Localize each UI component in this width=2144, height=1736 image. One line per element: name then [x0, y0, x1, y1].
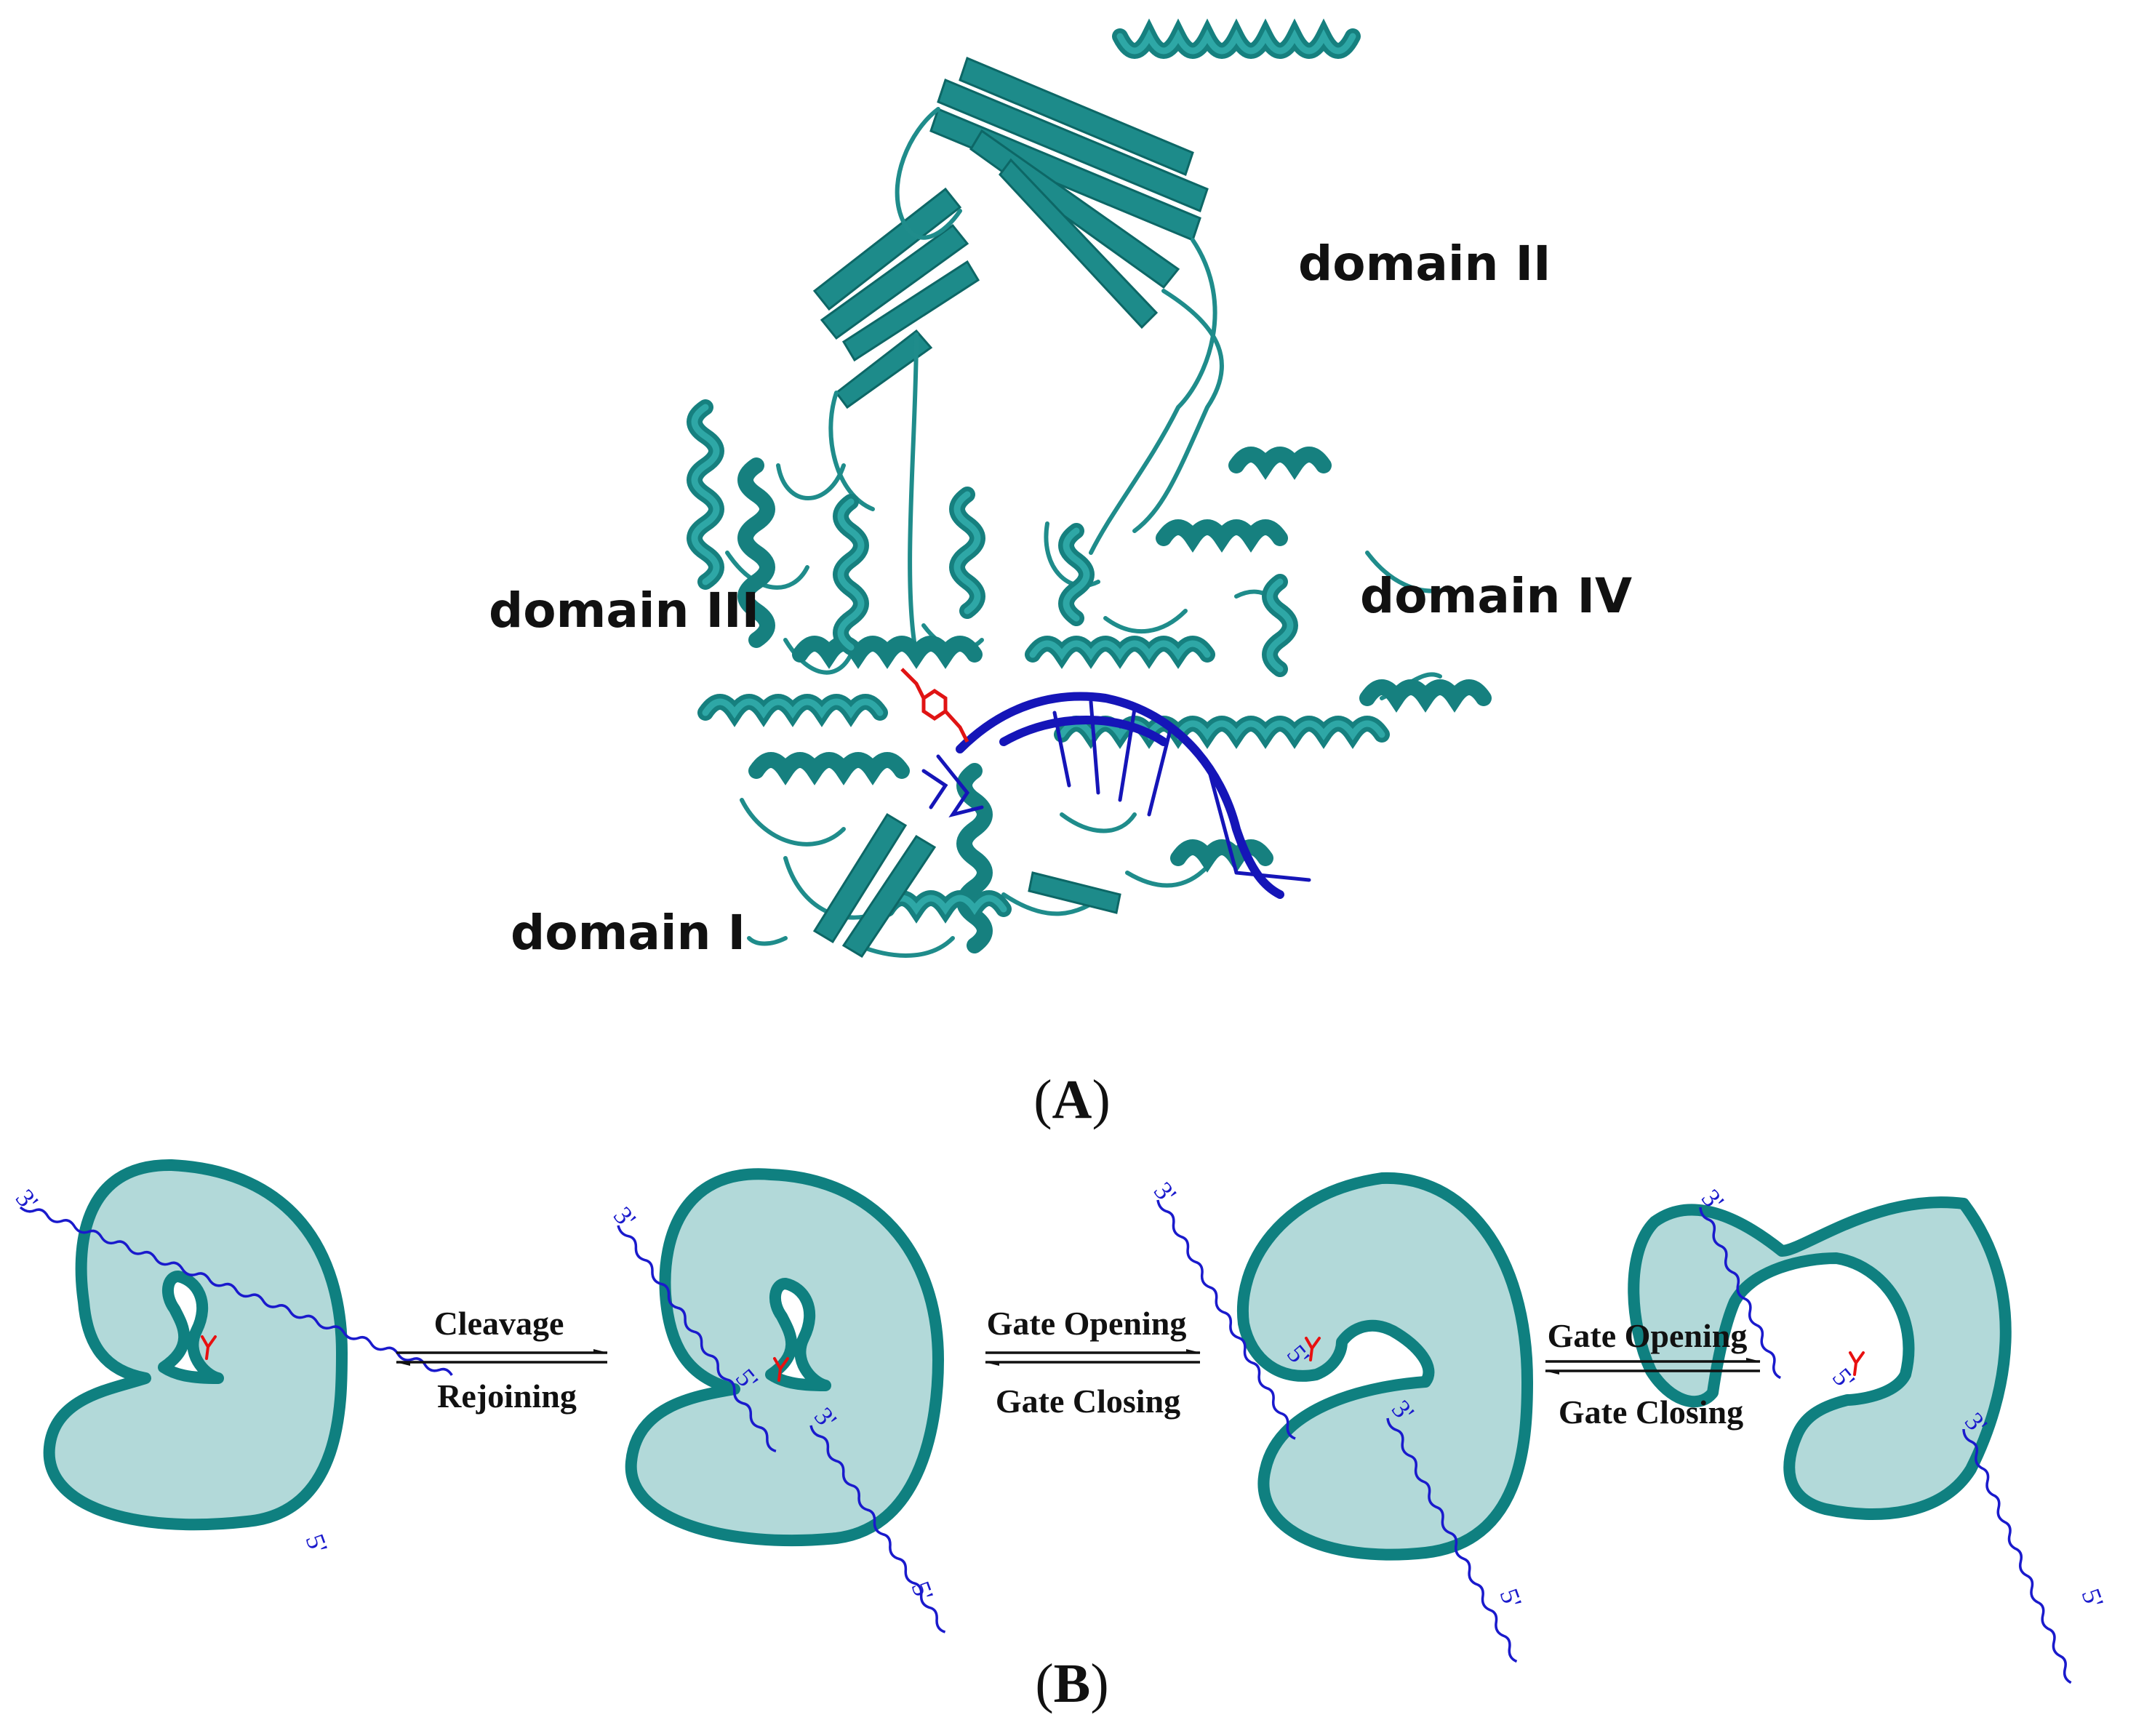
- strand-end-5prime: 5': [1494, 1585, 1527, 1612]
- arrow-label-gate-opening: Gate Opening: [1548, 1317, 1748, 1354]
- arrow-label-gate-opening: Gate Opening: [987, 1305, 1187, 1342]
- state-3-gate-opening: 3' 5' 3' 5': [1148, 1172, 1533, 1663]
- tyrosine-ligand: [900, 668, 969, 743]
- dna-duplex: [921, 692, 1311, 899]
- domain-iv-helices: [1025, 447, 1332, 677]
- equilibrium-arrow-1: Cleavage Rejoining: [396, 1305, 608, 1415]
- panel-label-b: (B): [1035, 1653, 1108, 1714]
- backbone-loops: [725, 107, 1449, 958]
- domain-i-sheets: [812, 812, 1121, 959]
- domain-ii-helix: [1112, 18, 1361, 59]
- strand-end-3prime: 3': [1148, 1176, 1182, 1208]
- panel-label-a: (A): [1033, 1069, 1111, 1130]
- strand-end-5prime: 5': [300, 1530, 333, 1557]
- equilibrium-arrow-3: Gate Opening Gate Closing: [1545, 1317, 1761, 1431]
- strand-end-5prime: 5': [2076, 1585, 2109, 1612]
- state-2-cleaved-clamp: 3' 5' 3' 5': [608, 1168, 946, 1633]
- label-domain-i: domain I: [511, 905, 745, 961]
- arrow-label-rejoining: Rejoining: [437, 1377, 577, 1415]
- domain-iii-helices: [687, 399, 985, 669]
- domain-ii-sheets: [812, 56, 1209, 409]
- label-domain-ii: domain II: [1298, 236, 1551, 292]
- arrow-label-cleavage: Cleavage: [434, 1305, 564, 1342]
- strand-end-3prime: 3': [10, 1183, 44, 1215]
- domain-i-helices: [697, 679, 1492, 953]
- state-1-closed-clamp: 3' 5': [10, 1159, 453, 1557]
- arrow-label-gate-closing: Gate Closing: [1559, 1393, 1743, 1431]
- protein-ribbon-structure: [687, 18, 1492, 959]
- arrow-label-gate-closing: Gate Closing: [996, 1383, 1180, 1420]
- equilibrium-arrow-2: Gate Opening Gate Closing: [985, 1305, 1201, 1420]
- label-domain-iii: domain III: [489, 583, 759, 639]
- label-domain-iv: domain IV: [1360, 568, 1632, 624]
- state-4-gate-open: 3' 5' 3' 5': [1628, 1183, 2109, 1684]
- strand-end-3prime: 3': [608, 1201, 641, 1233]
